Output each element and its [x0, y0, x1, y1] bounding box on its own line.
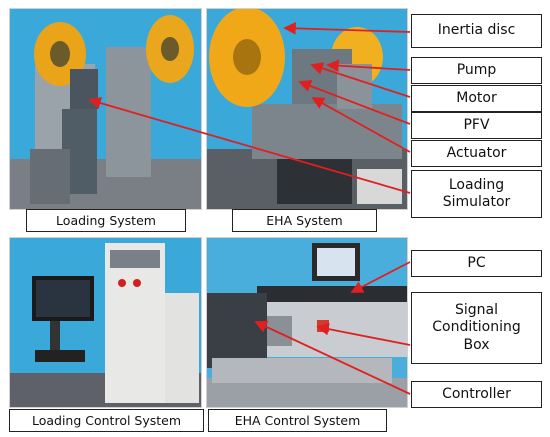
caption-loading-control-system: Loading Control System [9, 409, 204, 432]
eha-system-illustration [207, 9, 407, 209]
eha-system-photo [206, 8, 408, 210]
eha-control-system-photo [206, 237, 408, 408]
eha-control-system-illustration [207, 238, 407, 407]
loading-system-illustration [10, 9, 201, 209]
label-motor: Motor [411, 85, 542, 112]
label-signal-conditioning-box: Signal Conditioning Box [411, 292, 542, 364]
loading-control-system-illustration [10, 238, 201, 407]
caption-eha-control-system: EHA Control System [208, 409, 387, 432]
label-pump: Pump [411, 57, 542, 84]
label-inertia-disc: Inertia disc [411, 14, 542, 48]
caption-eha-system: EHA System [232, 209, 377, 232]
loading-control-system-photo [9, 237, 202, 408]
label-actuator: Actuator [411, 140, 542, 167]
loading-system-photo [9, 8, 202, 210]
label-pc: PC [411, 250, 542, 277]
label-loading-simulator: Loading Simulator [411, 170, 542, 218]
caption-loading-system: Loading System [26, 209, 186, 232]
label-pfv: PFV [411, 112, 542, 139]
label-controller: Controller [411, 381, 542, 408]
